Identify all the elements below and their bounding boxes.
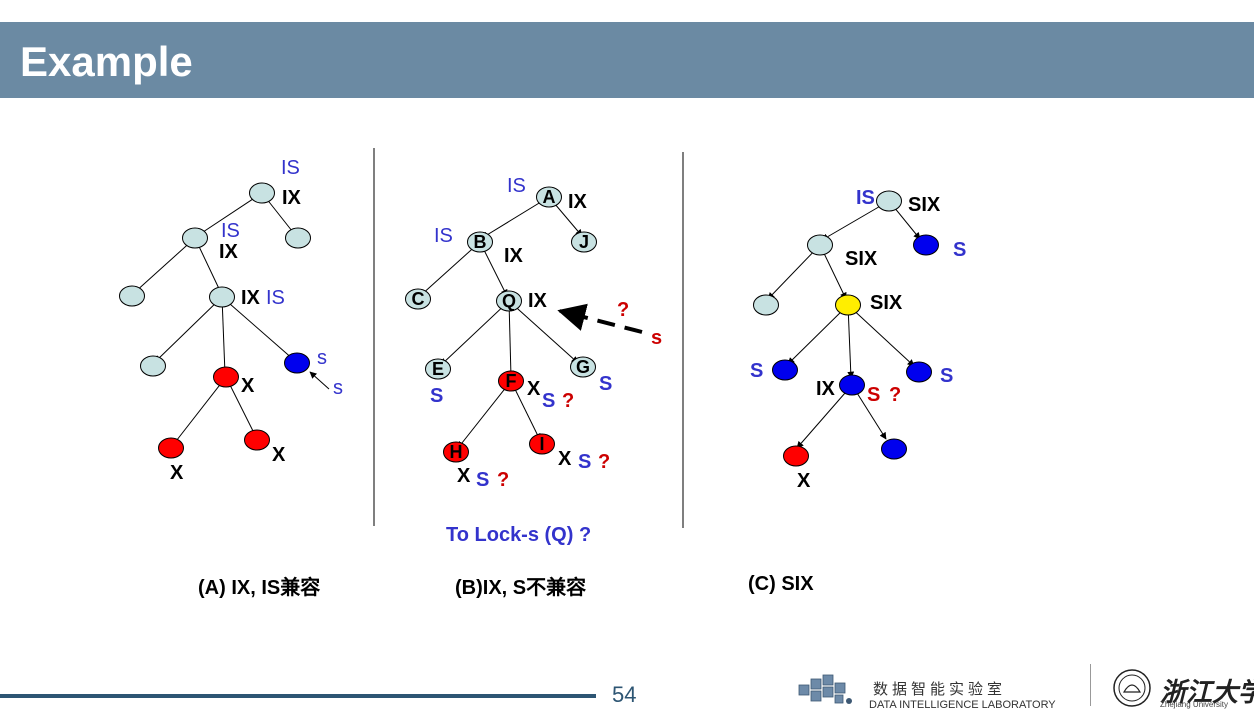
footer-line [0,694,596,698]
tree-b-label: ? [562,390,574,412]
tree-c-blue-node [772,359,798,381]
page-title: Example [20,38,193,85]
tree-c-label: IX [816,378,836,400]
tree-b-node-label: A [543,187,556,207]
tree-b-node-h [443,441,469,463]
tree-b-label: ? [598,451,610,473]
university-seal-icon [1113,669,1151,707]
logo-divider [1090,664,1091,706]
university-name: 浙江大学 [1160,678,1254,708]
tree-c-label: S [750,360,763,382]
tree-b-label: IS [507,175,526,197]
tree-a-node [209,286,235,308]
tree-b [419,196,583,449]
lab-logo-icon [798,674,852,704]
tree-c [767,200,921,449]
tree-c-label: S [953,239,966,261]
tree-b-node-label: Q [502,291,516,311]
tree-a-label: IX [219,241,239,263]
tree-c-label: S [940,365,953,387]
tree-a-blue-node [284,352,310,374]
caption-c: (C) SIX [748,573,814,595]
tree-b-node-label: J [579,232,589,252]
tree-b-node-i [529,433,555,455]
tree-b-node-a [536,186,562,208]
tree-b-node-label: I [539,434,544,454]
tree-a-label: IS [281,157,300,179]
tree-b-label: IX [568,191,588,213]
tree-a-label: IS [266,287,285,309]
tree-c-label: ? [889,384,901,406]
tree-a-label: X [241,375,255,397]
tree-b-label: X [527,378,541,400]
tree-b-node-j [571,231,597,253]
tree-c-yellow-node [835,294,861,316]
tree-b-node-f [498,370,524,392]
tree-c-blue-node [906,361,932,383]
tree-a-label: s [317,347,327,369]
tree-b-label: X [457,465,471,487]
tree-a-label: X [170,462,184,484]
tree-a-label: X [272,444,286,466]
tree-b-label: S [599,373,612,395]
tree-b-label: ? [497,469,509,491]
tree-b-label: S [578,451,591,473]
tree-a-node [182,227,208,249]
tree-a-node [140,355,166,377]
tree-b-label: S [430,385,443,407]
tree-b-label: X [558,448,572,470]
tree-b-node-label: C [412,289,425,309]
tree-b-node-e [425,358,451,380]
tree-b-node-q [496,290,522,312]
tree-a-label: s [333,377,343,399]
tree-c-label: S [867,384,880,406]
tree-c-label: SIX [908,194,941,216]
tree-b-label: ? [617,299,629,321]
tree-a-node [119,285,145,307]
tree-a-label: IX [241,287,261,309]
tree-c-label: SIX [870,292,903,314]
page-number: 54 [612,682,637,707]
tree-a-red-node [244,429,270,451]
tree-b-node-b [467,231,493,253]
tree-b-node-c [405,288,431,310]
tree-a-root-node [249,182,275,204]
tree-c-red-node [783,445,809,467]
title-bar [0,22,1254,98]
tree-b-label: IX [504,245,524,267]
university-name-en: Zhejiang University [1160,700,1229,709]
tree-b-label: s [651,327,662,349]
tree-b-label: IX [528,290,548,312]
tree-a-label: IS [221,220,240,242]
tree-c-label: X [797,470,811,492]
tree-b-label: IS [434,225,453,247]
tree-c-label: SIX [845,248,878,270]
tree-c-blue-node [839,374,865,396]
tree-b-node-label: E [432,359,444,379]
tree-c-label: IS [856,187,875,209]
tree-a-red-node [213,366,239,388]
tree-b-node-label: H [450,442,463,462]
tree-b-question: To Lock-s (Q) ? [446,524,591,546]
tree-b-node-label: G [576,357,590,377]
lab-name-en: DATA INTELLIGENCE LABORATORY [869,699,1056,711]
tree-a-red-node [158,437,184,459]
tree-b-label: S [476,469,489,491]
tree-c-node [753,294,779,316]
caption-b: (B)IX, S不兼容 [455,575,586,599]
tree-a-node [285,227,311,249]
lab-name-cn: 数据智能实验室 [873,680,1007,698]
caption-a: (A) IX, IS兼容 [198,575,320,599]
tree-a-label: IX [282,187,302,209]
tree-b-label: S [542,390,555,412]
tree-b-node-label: F [506,371,517,391]
tree-b-node-g [570,356,596,378]
tree-b-node-label: B [474,232,487,252]
tree-b-dashed-arrow [557,303,643,334]
tree-c-root-node [876,190,902,212]
tree-c-blue-node [913,234,939,256]
tree-c-blue-node [881,438,907,460]
tree-c-node [807,234,833,256]
